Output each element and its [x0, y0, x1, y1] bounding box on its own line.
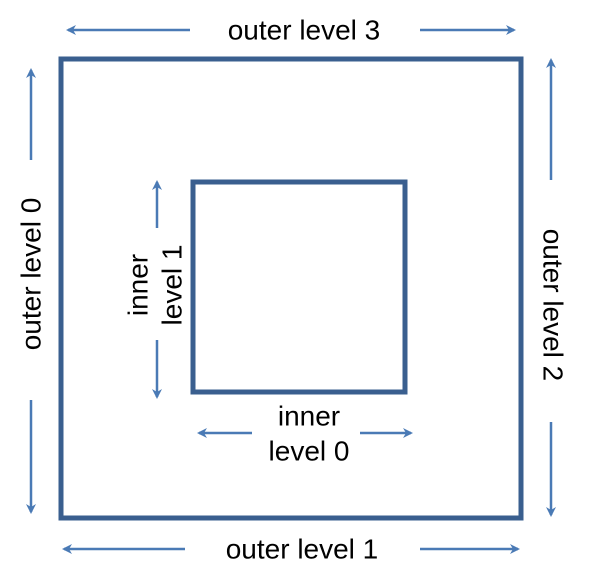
inner-level-1-label-line2: level 1	[157, 245, 188, 326]
outer-level-1-label: outer level 1	[226, 534, 379, 565]
outer-square	[58, 56, 524, 521]
inner-square	[190, 179, 408, 395]
outer-level-0-label: outer level 0	[16, 198, 47, 351]
inner-level-0-label-line2: level 0	[269, 436, 350, 467]
inner-level-0-label-line1: inner	[278, 401, 340, 432]
outer-level-2-label: outer level 2	[538, 229, 569, 382]
inner-level-1-label: inner level 1	[123, 245, 188, 326]
inner-level-1-label-line1: inner	[123, 254, 154, 316]
outer-level-3-label: outer level 3	[228, 15, 381, 46]
